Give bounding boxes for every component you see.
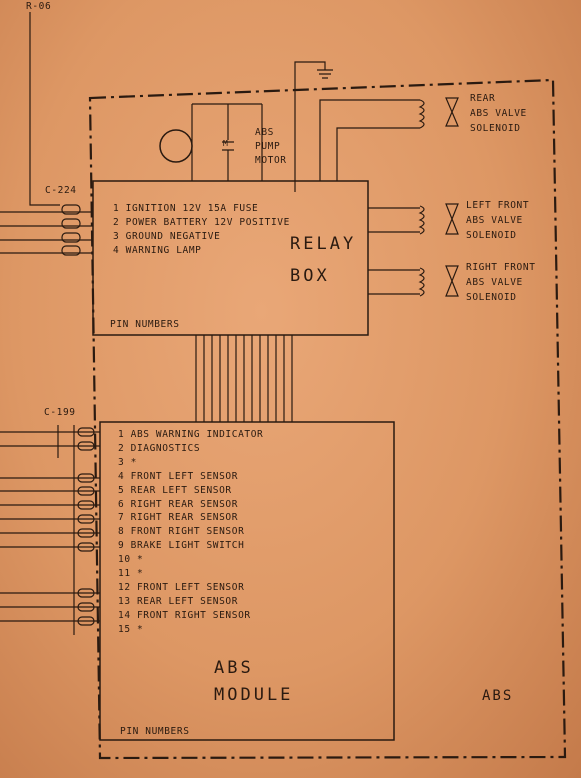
relay-box-title-2: BOX xyxy=(290,266,330,286)
module-pin: 8 FRONT RIGHT SENSOR xyxy=(118,526,245,538)
module-pin: 13 REAR LEFT SENSOR xyxy=(118,595,239,607)
abs-module-title-2: MODULE xyxy=(214,685,294,705)
pump-motor-line: PUMP xyxy=(255,141,281,152)
module-pin: 10 * xyxy=(118,554,144,566)
module-pin-list: 1 ABS WARNING INDICATOR 2 DIAGNOSTICS 3 … xyxy=(118,428,263,637)
pump-circle xyxy=(159,129,193,163)
module-pin: 11 * xyxy=(118,568,144,580)
pump-motor-label: ABS PUMP MOTOR xyxy=(255,126,287,168)
c199-label: C-199 xyxy=(44,407,76,418)
motor-symbol-letter: M xyxy=(223,139,229,148)
module-pin: 14 FRONT RIGHT SENSOR xyxy=(118,609,251,621)
rear-solenoid-wires xyxy=(319,99,420,181)
c224-terminals xyxy=(61,204,81,256)
module-pin: 5 REAR LEFT SENSOR xyxy=(118,484,232,496)
ground-wire xyxy=(294,61,326,192)
left-front-solenoid-symbol xyxy=(418,203,459,235)
pump-motor-line: MOTOR xyxy=(255,155,287,166)
module-pin: 2 DIAGNOSTICS xyxy=(118,442,201,454)
pump-motor-symbol-lines xyxy=(222,104,234,181)
left-front-solenoid-wires xyxy=(368,207,420,233)
relay-pin: 2 POWER BATTERY 12V POSITIVE xyxy=(113,217,290,228)
right-front-solenoid-wires xyxy=(368,269,420,295)
solenoid-label-line: REAR xyxy=(470,93,496,104)
solenoid-label-line: LEFT FRONT xyxy=(466,200,530,211)
module-pin: 3 * xyxy=(118,456,137,468)
module-pin: 15 * xyxy=(118,623,144,635)
module-pin: 9 BRAKE LIGHT SWITCH xyxy=(118,540,245,552)
module-pin: 1 ABS WARNING INDICATOR xyxy=(118,429,264,440)
abs-module-outline xyxy=(99,421,395,741)
solenoid-label-line: ABS VALVE xyxy=(470,108,527,119)
solenoid-label-line: ABS VALVE xyxy=(466,215,523,226)
relay-pin: 1 IGNITION 12V 15A FUSE xyxy=(113,203,259,214)
module-pin: 12 FRONT LEFT SENSOR xyxy=(118,581,245,593)
abs-area-label: ABS xyxy=(482,688,514,704)
solenoid-label-line: SOLENOID xyxy=(470,123,521,134)
harness-wires xyxy=(195,335,293,422)
solenoid-label-line: SOLENOID xyxy=(466,292,517,303)
c199-terminals xyxy=(77,427,95,626)
r06-label: R-06 xyxy=(26,1,52,12)
rear-solenoid-label: REAR ABS VALVE SOLENOID xyxy=(470,91,527,136)
relay-pin: 4 WARNING LAMP xyxy=(113,245,202,256)
pump-motor-line: ABS xyxy=(255,127,274,138)
rear-solenoid-symbol xyxy=(418,97,459,129)
r06-wire xyxy=(29,12,60,206)
solenoid-label-line: SOLENOID xyxy=(466,230,517,241)
abs-boundary xyxy=(88,78,567,760)
right-front-solenoid-symbol xyxy=(418,265,459,297)
solenoid-label-line: ABS VALVE xyxy=(466,277,523,288)
c224-wires xyxy=(0,211,93,254)
module-pin-caption: PIN NUMBERS xyxy=(120,726,190,737)
left-front-solenoid-label: LEFT FRONT ABS VALVE SOLENOID xyxy=(466,198,529,243)
relay-pin-list: 1 IGNITION 12V 15A FUSE 2 POWER BATTERY … xyxy=(113,202,290,258)
abs-module-title-1: ABS xyxy=(214,658,254,678)
relay-box-title-1: RELAY xyxy=(290,234,357,254)
solenoid-label-line: RIGHT FRONT xyxy=(466,262,536,273)
module-pin: 6 RIGHT REAR SENSOR xyxy=(118,498,239,510)
module-pin: 7 RIGHT REAR SENSOR xyxy=(118,512,239,524)
relay-pin-caption: PIN NUMBERS xyxy=(110,319,180,330)
ground-icon xyxy=(317,69,333,79)
module-pin: 4 FRONT LEFT SENSOR xyxy=(118,470,239,482)
relay-box-outline xyxy=(92,180,369,336)
right-front-solenoid-label: RIGHT FRONT ABS VALVE SOLENOID xyxy=(466,260,536,305)
c224-label: C-224 xyxy=(45,185,77,196)
relay-pin: 3 GROUND NEGATIVE xyxy=(113,231,221,242)
pump-motor-wiring xyxy=(191,103,263,181)
c199-wires xyxy=(0,425,100,635)
